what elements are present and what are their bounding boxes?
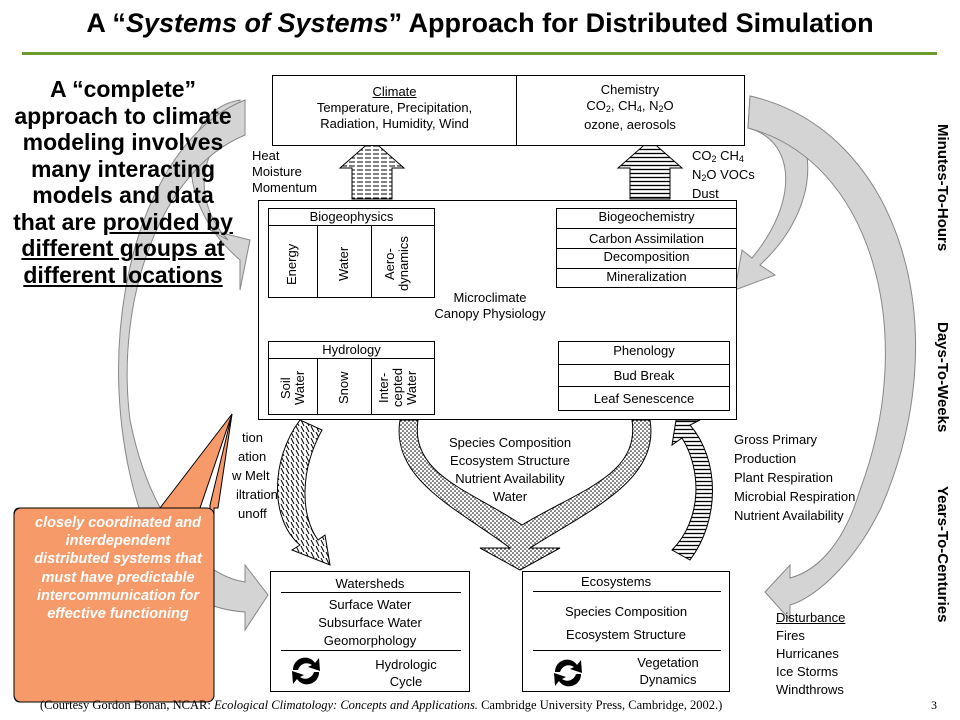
water-label: Water <box>336 246 351 282</box>
hydro-flux-labels: tion ation w Melt iltration unoff <box>232 430 278 521</box>
arrow-heat-up <box>338 139 406 200</box>
biogeophysics-title: Biogeophysics <box>269 209 434 226</box>
left-description: A “complete” approach to climate modelin… <box>13 76 233 288</box>
footer-citation: (Courtesy Gordon Bonan, NCAR: Ecological… <box>40 698 723 712</box>
gray-arrow-left-lower <box>118 99 269 632</box>
timescale-minutes: Minutes-To-Hours <box>934 124 951 252</box>
callout-body <box>13 507 215 703</box>
vegetation-dynamics-icon <box>554 659 582 687</box>
gray-arrow-right-lower <box>747 95 917 622</box>
arrow-gross-up <box>671 419 713 561</box>
climate-chemistry-box: Climate Temperature, Precipitation, Radi… <box>272 75 745 146</box>
climate-label: Climate Temperature, Precipitation, Radi… <box>316 84 473 131</box>
arrow-species-center <box>398 419 652 571</box>
phenology-box: Phenology Bud Break Leaf Senescence <box>558 341 730 411</box>
flux-right-labels: CO2 CH4 N2O VOCs Dust <box>692 148 755 201</box>
aerodynamics-label: Aero-dynamics <box>382 236 411 292</box>
timescale-years: Years-To-Centuries <box>934 486 951 623</box>
slide-title: A “Systems of Systems” Approach for Dist… <box>86 8 874 38</box>
biogeochemistry-box: Biogeochemistry Carbon Assimilation Deco… <box>556 208 737 288</box>
page-number: 3 <box>931 698 937 712</box>
arrow-co2-up <box>616 139 684 200</box>
title-rule <box>22 52 937 55</box>
hydrology-box: Hydrology Soil Water Snow Inter-cepted W… <box>268 341 435 415</box>
callout-text: closely coordinated and interdependent d… <box>34 515 202 623</box>
energy-label: Energy <box>284 243 299 285</box>
chemistry-label: Chemistry CO2, CH4, N2O ozone, aerosols <box>584 82 676 132</box>
arrow-hydro-down <box>277 419 331 566</box>
timescale-days: Days-To-Weeks <box>934 322 951 433</box>
biogeophysics-box: Biogeophysics Energy Water Aero-dynamics <box>268 208 435 298</box>
hydrologic-cycle-icon <box>292 657 320 685</box>
